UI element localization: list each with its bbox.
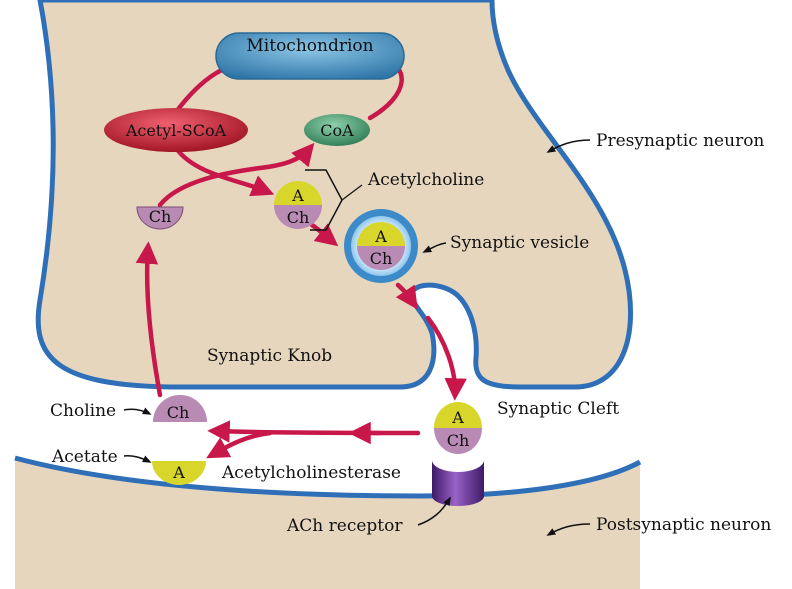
choline-label: Choline <box>50 401 116 421</box>
choline-released: Ch <box>153 395 207 422</box>
acetylcholine-molecule: A Ch <box>274 181 322 229</box>
acetate-branch-arrow <box>206 430 273 459</box>
hydrolysis-arrow <box>207 420 421 443</box>
acetylcholine-bracket-line <box>341 184 363 201</box>
synaptic-vesicle: A Ch <box>344 209 418 283</box>
vesicle-to-cleft-arrow <box>395 282 418 310</box>
mitochondrion: Mitochondrion <box>215 32 405 80</box>
ach-receptor-label: ACh receptor <box>286 516 403 536</box>
ach-to-vesicle-arrow <box>309 222 339 247</box>
choline-to-coa-arrow <box>157 142 315 208</box>
ach-receptor <box>432 460 484 506</box>
acetate-pointer <box>123 455 152 463</box>
choline-released-label: Ch <box>167 403 190 422</box>
acetylcholinesterase-label: Acetylcholinesterase <box>221 463 401 483</box>
coa: CoA <box>304 114 370 146</box>
coa-label: CoA <box>320 121 354 140</box>
receptor-pointer <box>417 496 451 526</box>
release-arrow <box>425 315 467 401</box>
postsynaptic-region <box>15 458 640 589</box>
postsynaptic-neuron-label: Postsynaptic neuron <box>596 515 771 535</box>
acetate-molecule-label: A <box>172 463 185 482</box>
presynaptic-pointer <box>546 139 591 153</box>
acetyl-scoa-label: Acetyl-SCoA <box>125 121 227 140</box>
ach-in-cleft: A Ch <box>434 402 482 454</box>
acetylcholine-ch-label: Ch <box>287 208 310 227</box>
postsynaptic-pointer <box>546 523 591 536</box>
cleft-ach-ch-label: Ch <box>447 431 470 450</box>
vesicle-pointer <box>422 242 447 253</box>
vesicle-ch-label: Ch <box>370 249 393 268</box>
cleft-ach-a-label: A <box>451 408 464 427</box>
pathway-arrows <box>135 55 467 459</box>
synaptic-cleft-label: Synaptic Cleft <box>497 399 619 419</box>
acetate-label: Acetate <box>51 447 118 467</box>
synaptic-vesicle-label: Synaptic vesicle <box>450 233 589 253</box>
choline-pointer <box>123 407 152 415</box>
postsynaptic-membrane <box>14 455 642 499</box>
synaptic-knob-label: Synaptic Knob <box>207 346 332 366</box>
acetylcholine-label: Acetylcholine <box>367 170 484 190</box>
reuptake-arrow <box>135 241 163 398</box>
vesicle-a-label: A <box>374 227 387 246</box>
choline-in-knob-label: Ch <box>149 207 172 226</box>
acetyl-scoa: Acetyl-SCoA <box>104 108 248 152</box>
choline-in-knob: Ch <box>136 206 184 230</box>
acetate-molecule: A <box>152 461 206 485</box>
presynaptic-neuron-label: Presynaptic neuron <box>596 131 764 151</box>
acetylcholine-a-label: A <box>291 186 304 205</box>
mitochondrion-label: Mitochondrion <box>246 36 373 56</box>
